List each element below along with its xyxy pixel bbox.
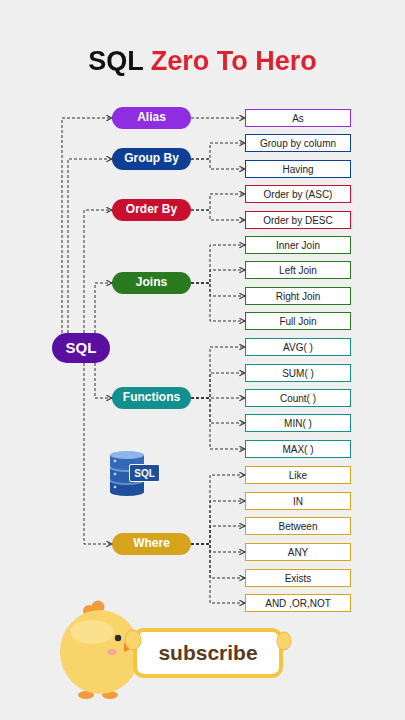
dashed-connector	[191, 210, 245, 220]
node-text: As	[292, 113, 304, 124]
node-text: Right Join	[276, 291, 320, 302]
dashed-connector	[62, 118, 112, 333]
subscribe-button: subscribe	[133, 628, 283, 678]
category-pill: Group By	[112, 148, 191, 170]
node-text: ANY	[288, 547, 309, 558]
node-text: subscribe	[158, 641, 257, 664]
topic-box: As	[245, 109, 351, 127]
topic-box: Full Join	[245, 312, 351, 330]
dashed-connector	[191, 118, 245, 119]
topic-box: MAX( )	[245, 440, 351, 458]
node-text: IN	[293, 496, 303, 507]
node-text: Group By	[124, 152, 179, 165]
topic-box: AND ,OR,NOT	[245, 594, 351, 612]
topic-box: Order by (ASC)	[245, 185, 351, 203]
node-text: Inner Join	[276, 240, 320, 251]
dashed-connector	[191, 544, 245, 578]
dashed-connector	[191, 398, 245, 399]
dashed-connector	[191, 398, 245, 449]
node-text: SQL	[66, 340, 97, 357]
node-text: AVG( )	[283, 342, 313, 353]
dashed-connector	[191, 373, 245, 398]
topic-box: AVG( )	[245, 338, 351, 356]
node-text: Left Join	[279, 265, 317, 276]
db-disk	[110, 488, 144, 496]
topic-box: Between	[245, 517, 351, 535]
dashed-connector	[191, 283, 245, 296]
node-text: MIN( )	[284, 418, 312, 429]
icon-label: SQL	[129, 464, 160, 482]
chick-wing	[277, 632, 291, 650]
node-text: Between	[279, 521, 318, 532]
topic-box: Count( )	[245, 389, 351, 407]
category-pill: Where	[112, 533, 191, 555]
chick-body	[60, 610, 140, 694]
topic-box: Right Join	[245, 287, 351, 305]
topic-box: Order by DESC	[245, 211, 351, 229]
dashed-connector	[84, 363, 112, 544]
topic-box: SUM( )	[245, 364, 351, 382]
topic-box: Left Join	[245, 261, 351, 279]
topic-box: IN	[245, 492, 351, 510]
dashed-connector	[191, 544, 245, 603]
dashed-connector	[191, 526, 245, 544]
node-text: Group by column	[260, 138, 336, 149]
dashed-connector	[191, 245, 245, 283]
db-light	[114, 460, 117, 463]
root-pill: SQL	[52, 333, 110, 363]
dashed-connector	[191, 544, 245, 552]
node-text: Functions	[123, 391, 180, 404]
db-light	[114, 473, 117, 476]
topic-box: ANY	[245, 543, 351, 561]
node-text: Order by DESC	[263, 215, 332, 226]
dashed-connector	[191, 398, 245, 423]
diagram-title: SQL Zero To Hero	[0, 44, 405, 78]
dashed-connector	[191, 159, 245, 169]
category-pill: Alias	[112, 107, 191, 129]
chick-highlight	[70, 620, 114, 644]
topic-box: Having	[245, 160, 351, 178]
dashed-connector	[191, 283, 245, 321]
node-text: Order by (ASC)	[264, 189, 333, 200]
dashed-connector	[68, 159, 112, 333]
node-text: Full Join	[279, 316, 316, 327]
node-text: AND ,OR,NOT	[265, 598, 331, 609]
node-text: Joins	[136, 276, 167, 289]
dashed-connector	[191, 143, 245, 159]
node-text: Having	[282, 164, 313, 175]
db-disk	[110, 451, 144, 459]
topic-box: Exists	[245, 569, 351, 587]
db-light	[114, 486, 117, 489]
chick-eye	[115, 635, 121, 641]
topic-box: Group by column	[245, 134, 351, 152]
node-text: SUM( )	[282, 368, 314, 379]
dashed-connector	[95, 363, 112, 398]
dashed-connector	[191, 194, 245, 210]
category-pill: Order By	[112, 199, 191, 221]
dashed-connector	[84, 210, 112, 333]
node-text: Order By	[126, 203, 177, 216]
node-text: MAX( )	[282, 444, 313, 455]
node-text: Count( )	[280, 393, 316, 404]
dashed-connector	[191, 501, 245, 544]
dashed-connector	[191, 270, 245, 283]
chick-wing	[125, 630, 141, 650]
topic-box: MIN( )	[245, 414, 351, 432]
chick-cheek	[107, 649, 117, 655]
dashed-connector	[191, 347, 245, 398]
topic-box: Like	[245, 466, 351, 484]
dashed-connector	[191, 475, 245, 544]
node-text: Where	[133, 537, 170, 550]
node-text: Alias	[137, 111, 166, 124]
node-text: Exists	[285, 573, 312, 584]
node-text: Like	[289, 470, 307, 481]
category-pill: Joins	[112, 272, 191, 294]
category-pill: Functions	[112, 387, 191, 409]
topic-box: Inner Join	[245, 236, 351, 254]
chick-mascot	[60, 601, 140, 700]
dashed-connector	[95, 283, 112, 333]
